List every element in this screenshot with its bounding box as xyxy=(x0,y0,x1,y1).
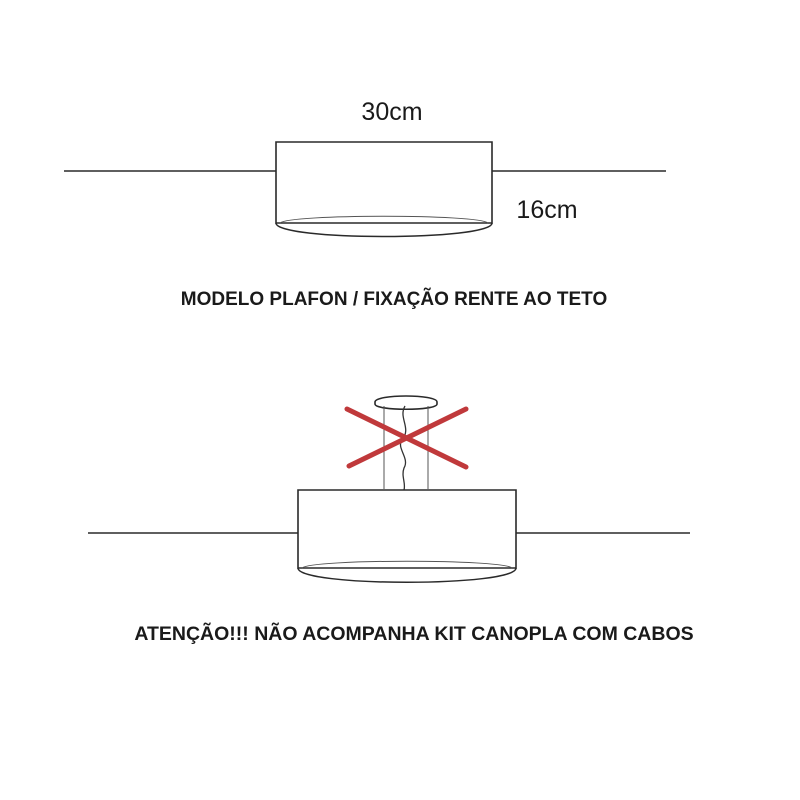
pendant-lamp-bottom-opening xyxy=(297,567,517,583)
flush-lamp-bottom-opening xyxy=(275,222,493,238)
warning-caption: ATENÇÃO!!! NÃO ACOMPANHA KIT CANOPLA COM… xyxy=(134,622,693,645)
cross-stroke-2 xyxy=(346,406,469,469)
flush-lamp-shade xyxy=(275,141,493,224)
flush-lamp-inner-rim xyxy=(279,215,489,224)
pendant-section: ATENÇÃO!!! NÃO ACOMPANHA KIT CANOPLA COM… xyxy=(88,395,694,645)
width-dimension-label: 30cm xyxy=(361,98,422,126)
electric-wire xyxy=(399,405,407,491)
pendant-lamp-inner-rim xyxy=(301,560,513,569)
canopy-kit xyxy=(374,395,438,491)
not-included-cross xyxy=(344,406,469,470)
pendant-lamp-shade xyxy=(297,489,517,569)
flush-mount-section: 30cm 16cm MODELO PLAFON / FIXAÇÃO RENTE … xyxy=(64,98,666,310)
canopy xyxy=(374,395,438,410)
height-dimension-label: 16cm xyxy=(516,196,577,224)
flush-mount-caption: MODELO PLAFON / FIXAÇÃO RENTE AO TETO xyxy=(181,288,607,310)
